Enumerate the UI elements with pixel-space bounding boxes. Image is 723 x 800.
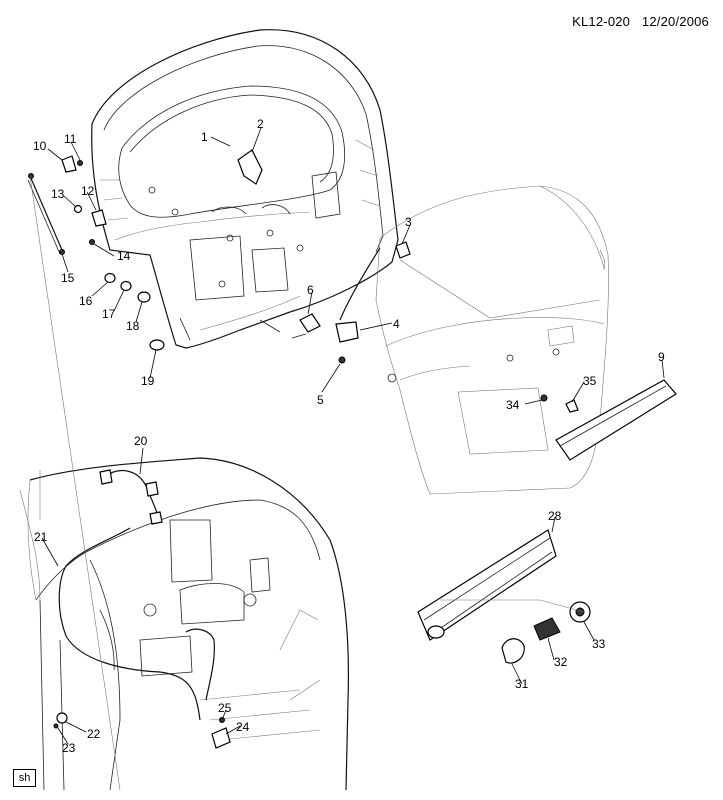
diagram-date: 12/20/2006 — [641, 14, 709, 29]
callout-19: 19 — [141, 374, 155, 388]
callout-4: 4 — [393, 317, 400, 331]
leader-lines — [29, 127, 665, 791]
callout-28: 28 — [548, 509, 562, 523]
emblem-parts — [501, 601, 591, 664]
callout-33: 33 — [592, 637, 606, 651]
wiring-harness — [53, 469, 231, 749]
callout-25: 25 — [218, 701, 232, 715]
callout-20: 20 — [134, 434, 148, 448]
callout-1: 1 — [201, 130, 208, 144]
liftgate-strut — [27, 155, 165, 351]
emblem-molding-28 — [417, 529, 557, 641]
liftgate-outer-panel — [375, 185, 609, 495]
callout-3: 3 — [405, 215, 412, 229]
callout-10: 10 — [33, 139, 47, 153]
callout-31: 31 — [515, 677, 529, 691]
callout-9: 9 — [658, 350, 665, 364]
callout-35: 35 — [583, 374, 597, 388]
callout-5: 5 — [317, 393, 324, 407]
callout-11: 11 — [64, 132, 77, 146]
callout-15: 15 — [61, 271, 75, 285]
callout-16: 16 — [79, 294, 93, 308]
diagram-header: KL12-020 12/20/2006 — [564, 14, 709, 29]
callout-17: 17 — [102, 307, 116, 321]
diagram-tag: sh — [13, 769, 36, 787]
callout-24: 24 — [236, 720, 250, 734]
callout-32: 32 — [554, 655, 568, 669]
callout-6: 6 — [307, 283, 314, 297]
callout-21: 21 — [34, 530, 48, 544]
callout-14: 14 — [117, 249, 131, 263]
liftgate-assembly — [91, 29, 399, 349]
callout-13: 13 — [51, 187, 65, 201]
callout-18: 18 — [126, 319, 140, 333]
callout-34: 34 — [506, 398, 520, 412]
latch-assembly — [237, 149, 411, 364]
callout-12: 12 — [81, 184, 95, 198]
trim-molding-9 — [540, 379, 677, 461]
diagram-code: KL12-020 — [572, 14, 631, 29]
callout-22: 22 — [87, 727, 101, 741]
callout-23: 23 — [62, 741, 76, 755]
callout-labels: 1 2 3 4 5 6 9 10 11 12 13 14 15 16 17 18… — [33, 117, 665, 755]
callout-2: 2 — [257, 117, 264, 131]
